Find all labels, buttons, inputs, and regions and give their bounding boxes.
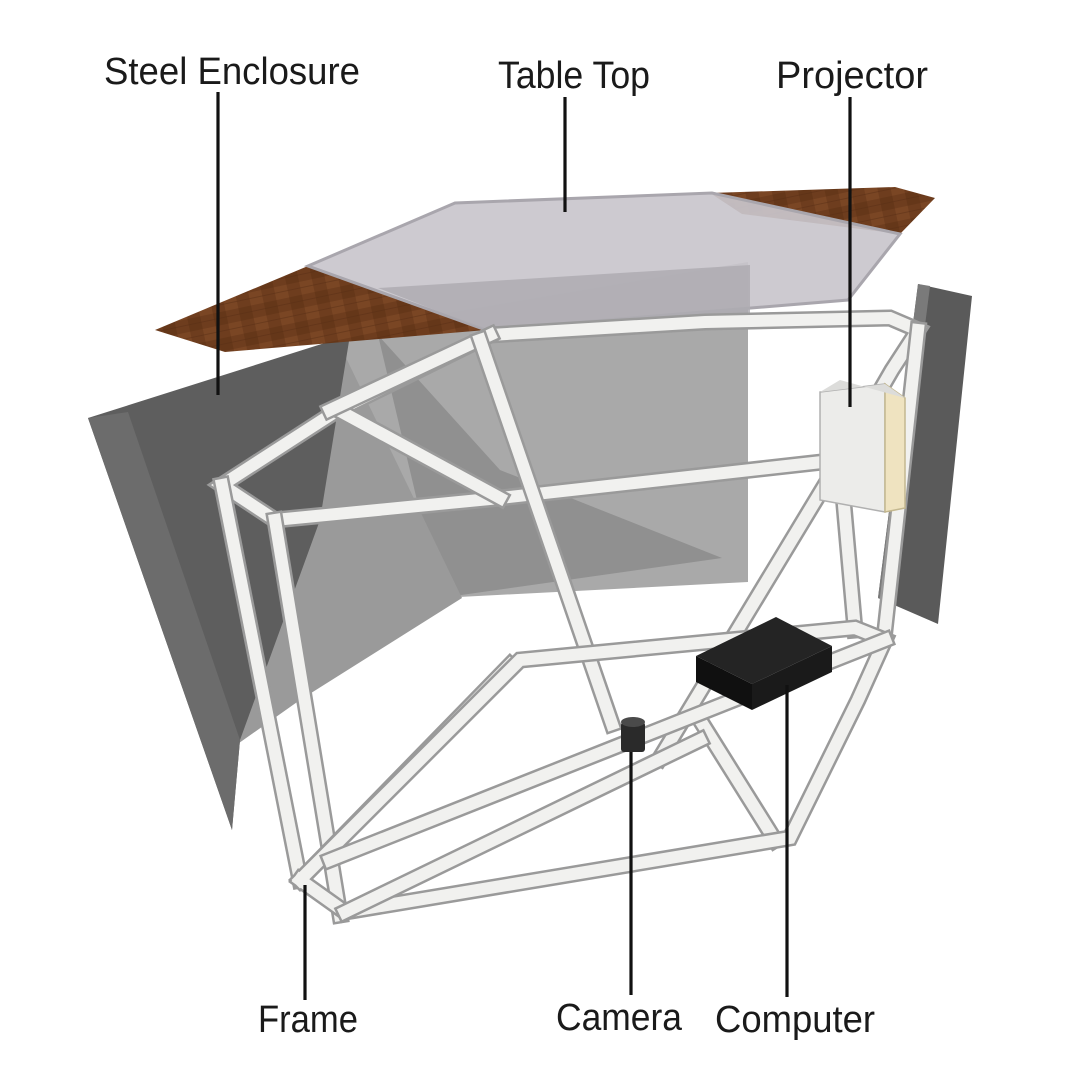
enclosure-inner-wedge bbox=[378, 335, 722, 598]
labels: Steel Enclosure Table Top Projector Fram… bbox=[104, 51, 928, 1041]
frame-top-ring bbox=[206, 309, 931, 529]
table-top-assembly bbox=[155, 187, 935, 352]
wood-trim-right bbox=[710, 187, 935, 234]
camera-top bbox=[621, 717, 645, 727]
computer-front bbox=[696, 656, 752, 710]
wood-trim-left bbox=[155, 266, 486, 352]
projector-body bbox=[819, 383, 886, 513]
label-steel-enclosure: Steel Enclosure bbox=[104, 51, 360, 93]
label-table-top: Table Top bbox=[498, 55, 650, 97]
label-projector: Projector bbox=[776, 55, 928, 97]
computer-top bbox=[696, 617, 832, 684]
steel-enclosure bbox=[88, 262, 972, 830]
table-top-reflection bbox=[378, 265, 750, 330]
label-computer: Computer bbox=[715, 999, 875, 1041]
computer-side bbox=[752, 646, 832, 710]
projector-top bbox=[820, 380, 905, 398]
camera-body bbox=[621, 722, 645, 752]
enclosure-left-panel bbox=[88, 335, 350, 830]
enclosure-left-panel-face bbox=[88, 412, 240, 830]
computer-unit bbox=[696, 617, 832, 710]
leader-lines bbox=[216, 92, 852, 1000]
projector-unit bbox=[819, 380, 906, 513]
frame-structure bbox=[206, 309, 931, 925]
label-frame: Frame bbox=[258, 999, 358, 1041]
label-camera: Camera bbox=[556, 997, 683, 1039]
camera-unit bbox=[621, 717, 645, 752]
projector-side bbox=[884, 382, 906, 513]
